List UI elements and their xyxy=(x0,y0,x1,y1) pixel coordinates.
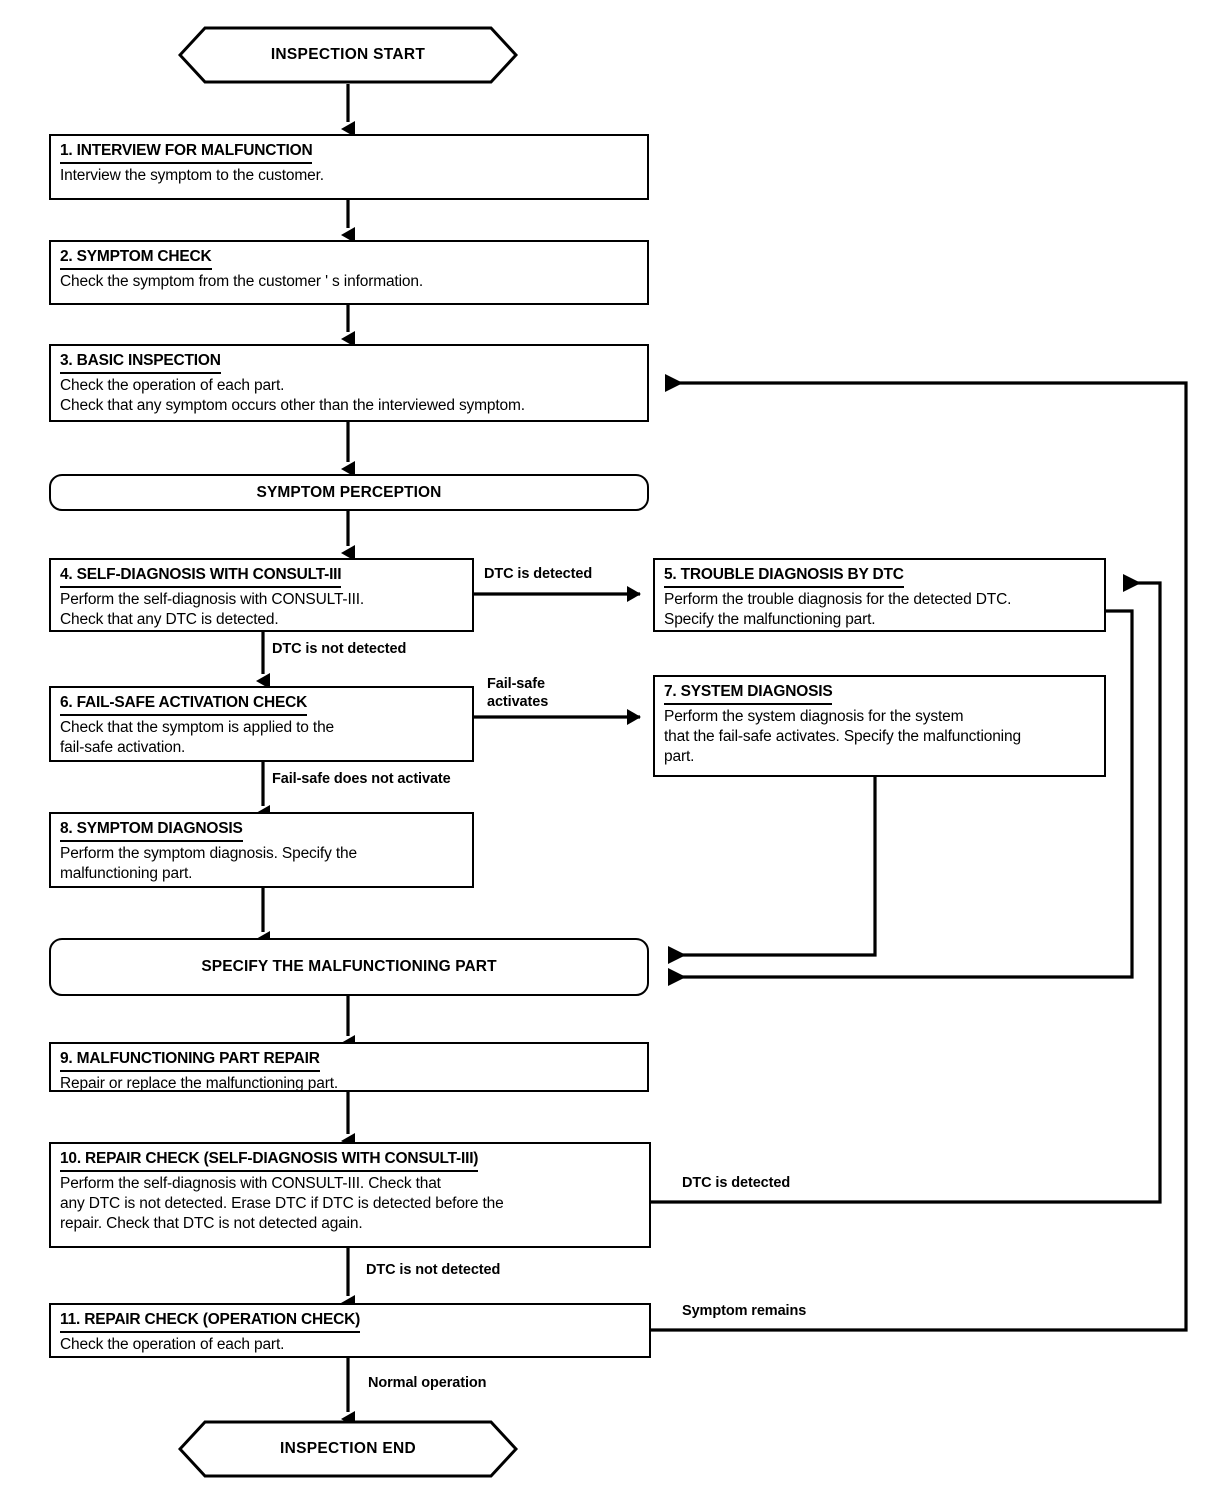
edge-label-fail-safe-activates: Fail-safe activates xyxy=(487,676,549,710)
edge-label-normal-operation: Normal operation xyxy=(368,1375,487,1391)
process-box-step7: 7. SYSTEM DIAGNOSIS Perform the system d… xyxy=(653,675,1106,777)
step2-title: 2. SYMPTOM CHECK xyxy=(60,247,212,270)
step11-title: 11. REPAIR CHECK (OPERATION CHECK) xyxy=(60,1310,360,1333)
step3-body: Check the operation of each part. Check … xyxy=(60,376,525,414)
specify-part-label: SPECIFY THE MALFUNCTIONING PART xyxy=(201,958,497,975)
terminal-inspection-start: INSPECTION START xyxy=(177,26,519,84)
step7-body: Perform the system diagnosis for the sys… xyxy=(664,707,1021,766)
step6-body: Check that the symptom is applied to the… xyxy=(60,718,335,756)
step10-title: 10. REPAIR CHECK (SELF-DIAGNOSIS WITH CO… xyxy=(60,1149,478,1172)
step2-body: Check the symptom from the customer ' s … xyxy=(60,272,423,290)
step9-title: 9. MALFUNCTIONING PART REPAIR xyxy=(60,1049,320,1072)
process-box-step3: 3. BASIC INSPECTION Check the operation … xyxy=(49,344,649,422)
step5-body: Perform the trouble diagnosis for the de… xyxy=(664,590,1012,628)
edge-label-dtc-not-detected-step4: DTC is not detected xyxy=(272,641,407,657)
step5-title: 5. TROUBLE DIAGNOSIS BY DTC xyxy=(664,565,904,588)
process-box-step10: 10. REPAIR CHECK (SELF-DIAGNOSIS WITH CO… xyxy=(49,1142,651,1248)
terminal-inspection-end: INSPECTION END xyxy=(177,1420,519,1478)
process-box-step5: 5. TROUBLE DIAGNOSIS BY DTC Perform the … xyxy=(653,558,1106,632)
step4-title: 4. SELF-DIAGNOSIS WITH CONSULT-III xyxy=(60,565,342,588)
edge-label-dtc-detected-step4: DTC is detected xyxy=(484,566,593,582)
hexagon-shape xyxy=(177,26,519,84)
step4-body: Perform the self-diagnosis with CONSULT-… xyxy=(60,590,365,628)
symptom-perception-label: SYMPTOM PERCEPTION xyxy=(256,483,442,501)
step11-body: Check the operation of each part. xyxy=(60,1335,285,1353)
step8-title: 8. SYMPTOM DIAGNOSIS xyxy=(60,819,243,842)
step9-body: Repair or replace the malfunctioning par… xyxy=(60,1074,339,1092)
process-box-step2: 2. SYMPTOM CHECK Check the symptom from … xyxy=(49,240,649,305)
step1-body: Interview the symptom to the customer. xyxy=(60,166,324,184)
edge-label-fail-safe-does-not-activate: Fail-safe does not activate xyxy=(272,771,451,787)
process-box-step8: 8. SYMPTOM DIAGNOSIS Perform the symptom… xyxy=(49,812,474,888)
process-box-step6: 6. FAIL-SAFE ACTIVATION CHECK Check that… xyxy=(49,686,474,762)
step6-title: 6. FAIL-SAFE ACTIVATION CHECK xyxy=(60,693,307,716)
step7-title: 7. SYSTEM DIAGNOSIS xyxy=(664,682,833,705)
process-box-step9: 9. MALFUNCTIONING PART REPAIR Repair or … xyxy=(49,1042,649,1092)
edge-label-dtc-detected-step10: DTC is detected xyxy=(682,1175,791,1191)
step8-body: Perform the symptom diagnosis. Specify t… xyxy=(60,844,357,882)
inspection-end-label: INSPECTION END xyxy=(280,1440,416,1457)
inspection-start-label: INSPECTION START xyxy=(270,46,426,63)
terminal-specify-malfunctioning-part: SPECIFY THE MALFUNCTIONING PART xyxy=(49,938,649,996)
process-box-step4: 4. SELF-DIAGNOSIS WITH CONSULT-III Perfo… xyxy=(49,558,474,632)
step10-body: Perform the self-diagnosis with CONSULT-… xyxy=(60,1174,504,1233)
edge-label-dtc-not-detected-step10: DTC is not detected xyxy=(366,1262,501,1278)
process-box-step11: 11. REPAIR CHECK (OPERATION CHECK) Check… xyxy=(49,1303,651,1358)
step3-title: 3. BASIC INSPECTION xyxy=(60,351,221,374)
step1-title: 1. INTERVIEW FOR MALFUNCTION xyxy=(60,141,313,164)
hexagon-shape-end xyxy=(177,1420,519,1478)
process-box-step1: 1. INTERVIEW FOR MALFUNCTION Interview t… xyxy=(49,134,649,200)
edge-label-symptom-remains: Symptom remains xyxy=(682,1303,807,1319)
terminal-symptom-perception: SYMPTOM PERCEPTION xyxy=(49,474,649,511)
